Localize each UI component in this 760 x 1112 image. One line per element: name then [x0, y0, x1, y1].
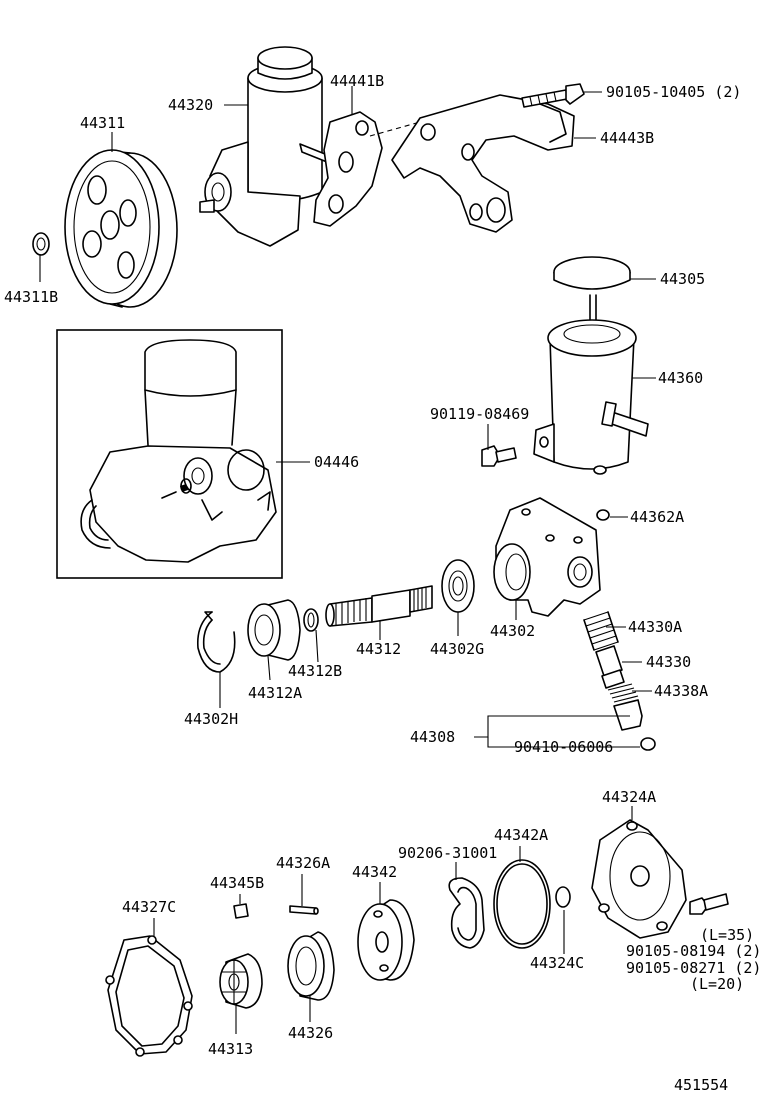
- diagram-id: 451554: [674, 1076, 728, 1094]
- label-rotor: 44313: [208, 1040, 253, 1058]
- label-oring-large: 44342A: [494, 826, 548, 844]
- label-gasket-c: 90206-31001: [398, 844, 497, 862]
- label-kit: 04446: [314, 453, 359, 471]
- label-reservoir-cap: 44305: [660, 270, 705, 288]
- label-reservoir-bolt: 90119-08469: [430, 405, 529, 423]
- pump-assembly-drawing: [199, 46, 585, 247]
- label-pump-assy: 44320: [168, 96, 213, 114]
- part-labels: 44311 44311B 44320 44441B 90105-10405 (2…: [4, 72, 760, 1094]
- label-cover-bolt-l35: (L=35): [700, 926, 754, 944]
- label-bracket-bolt: 90105-10405 (2): [606, 83, 741, 101]
- leader-lines: [39, 86, 656, 1034]
- lower-parts-drawing: [105, 819, 729, 1057]
- label-snap-ring-b: 44312B: [288, 662, 342, 680]
- reservoir-drawing: [481, 256, 649, 475]
- label-bracket-b: 44443B: [600, 129, 654, 147]
- label-union-assy: 44308: [410, 728, 455, 746]
- label-pulley-nut: 44311B: [4, 288, 58, 306]
- label-oring-small: 44362A: [630, 508, 684, 526]
- label-gasket: 44327C: [122, 898, 176, 916]
- label-seal-ring: 44338A: [654, 682, 708, 700]
- label-bracket-a: 44441B: [330, 72, 384, 90]
- label-cover-bolt-l20: (L=20): [690, 975, 744, 993]
- label-pin: 44326A: [276, 854, 330, 872]
- label-oring-c: 44324C: [530, 954, 584, 972]
- label-cam-ring: 44326: [288, 1024, 333, 1042]
- label-snap-ring-h: 44302H: [184, 710, 238, 728]
- label-bearing-a: 44312A: [248, 684, 302, 702]
- label-vane: 44345B: [210, 874, 264, 892]
- label-spring: 44330A: [628, 618, 682, 636]
- label-valve: 44330: [646, 653, 691, 671]
- label-reservoir: 44360: [658, 369, 703, 387]
- label-housing: 44302: [490, 622, 535, 640]
- label-pulley: 44311: [80, 114, 125, 132]
- housing-drawing: [196, 497, 656, 751]
- label-cover: 44324A: [602, 788, 656, 806]
- label-cover-bolt-1: 90105-08194 (2): [626, 942, 760, 960]
- label-shaft: 44312: [356, 640, 401, 658]
- label-cam-ring-plate: 44342: [352, 863, 397, 881]
- label-bearing: 44302G: [430, 640, 484, 658]
- pulley-drawing: [32, 149, 178, 308]
- label-cover-bolt-2: 90105-08271 (2): [626, 959, 760, 977]
- label-union-plug: 90410-06006: [514, 738, 613, 756]
- kit-box: [56, 329, 283, 579]
